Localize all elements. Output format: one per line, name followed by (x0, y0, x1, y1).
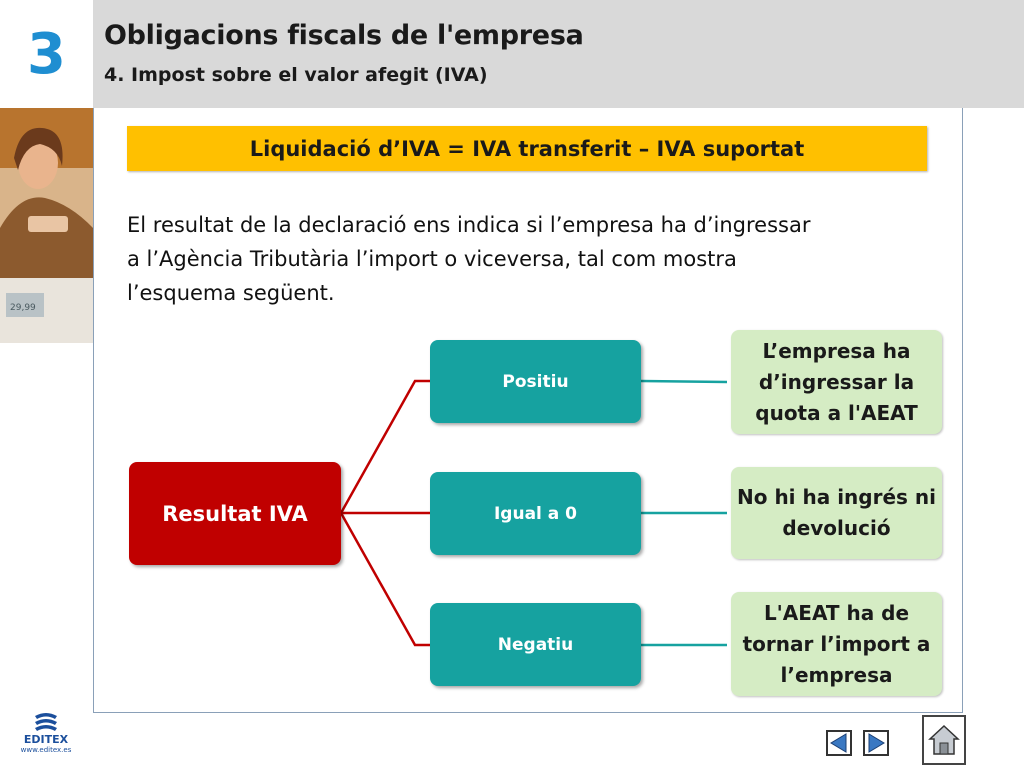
intro-paragraph: El resultat de la declaració ens indica … (127, 208, 887, 310)
home-icon (928, 724, 960, 755)
intro-line: El resultat de la declaració ens indica … (127, 213, 811, 237)
logo-text: EDITEX (23, 733, 69, 746)
branch-node-igual: Igual a 0 (430, 472, 641, 555)
logo-url: www.editex.es (20, 746, 72, 754)
editex-logo-icon (35, 713, 57, 731)
branch-node-negatiu: Negatiu (430, 603, 641, 686)
triangle-left-icon (830, 733, 847, 753)
svg-text:29,99: 29,99 (10, 303, 36, 313)
cashier-photo: 29,99 (0, 108, 93, 343)
home-button[interactable] (922, 715, 966, 765)
page-title: Obligacions fiscals de l'empresa (104, 20, 584, 51)
branch-node-positiu: Positiu (430, 340, 641, 423)
previous-slide-button[interactable] (826, 730, 852, 756)
header-bar (93, 0, 1024, 108)
page-subtitle: 4. Impost sobre el valor afegit (IVA) (104, 64, 488, 86)
intro-line: l’esquema següent. (127, 281, 335, 305)
triangle-right-icon (868, 733, 885, 753)
root-node-resultat-iva: Resultat IVA (129, 462, 341, 565)
outcome-node-negatiu: L'AEAT ha de tornar l’import a l’empresa (731, 592, 942, 696)
formula-banner: Liquidació d’IVA = IVA transferit – IVA … (127, 126, 927, 171)
intro-line: a l’Agència Tributària l’import o viceve… (127, 247, 737, 271)
outcome-node-igual: No hi ha ingrés ni devolució (731, 467, 942, 559)
next-slide-button[interactable] (863, 730, 889, 756)
outcome-node-positiu: L’empresa ha d’ingressar la quota a l'AE… (731, 330, 942, 434)
content-frame (93, 108, 963, 713)
editex-logo: EDITEX www.editex.es (14, 712, 78, 764)
chapter-number: 3 (27, 21, 66, 87)
